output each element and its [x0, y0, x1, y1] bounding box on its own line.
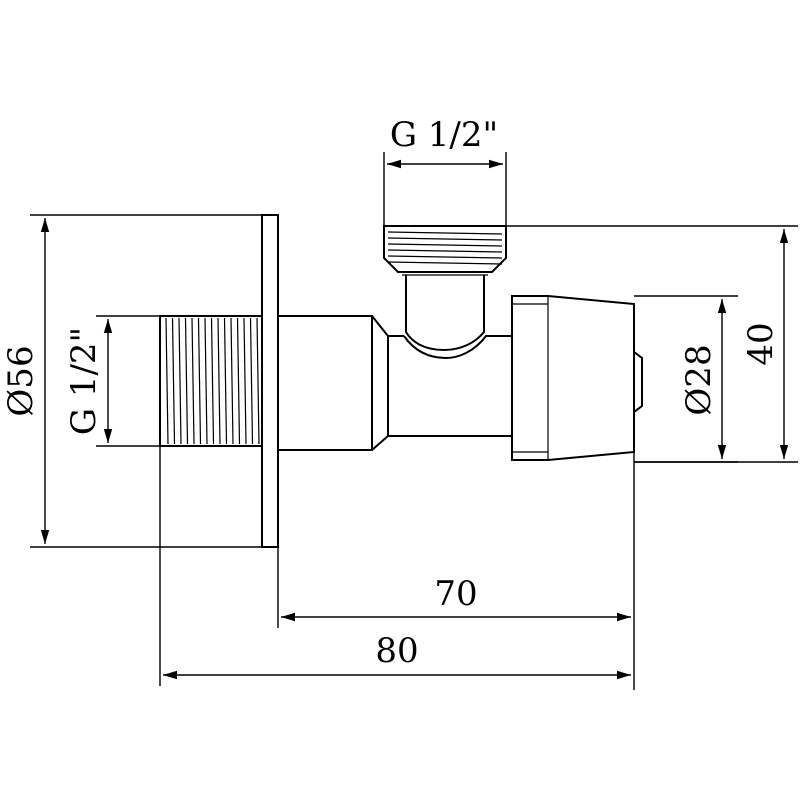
dimension-labels: G 1/2" G 1/2" Ø56 Ø28 40 70 80	[1, 115, 781, 671]
label-left-thread: G 1/2"	[64, 327, 104, 435]
handle-cap	[511, 295, 643, 461]
outlet-thread	[383, 225, 507, 273]
label-length-body: 70	[434, 574, 477, 614]
label-length-total: 80	[375, 631, 418, 671]
label-height: 40	[741, 322, 781, 365]
valve-body	[278, 315, 513, 451]
inlet-thread	[159, 315, 263, 447]
label-top-thread: G 1/2"	[390, 115, 498, 155]
outlet-stem	[402, 274, 488, 352]
valve-part	[159, 214, 643, 548]
label-flange-diameter: Ø56	[1, 345, 41, 416]
label-cap-diameter: Ø28	[679, 344, 719, 415]
wall-flange	[261, 214, 279, 548]
dimensions	[30, 152, 798, 690]
